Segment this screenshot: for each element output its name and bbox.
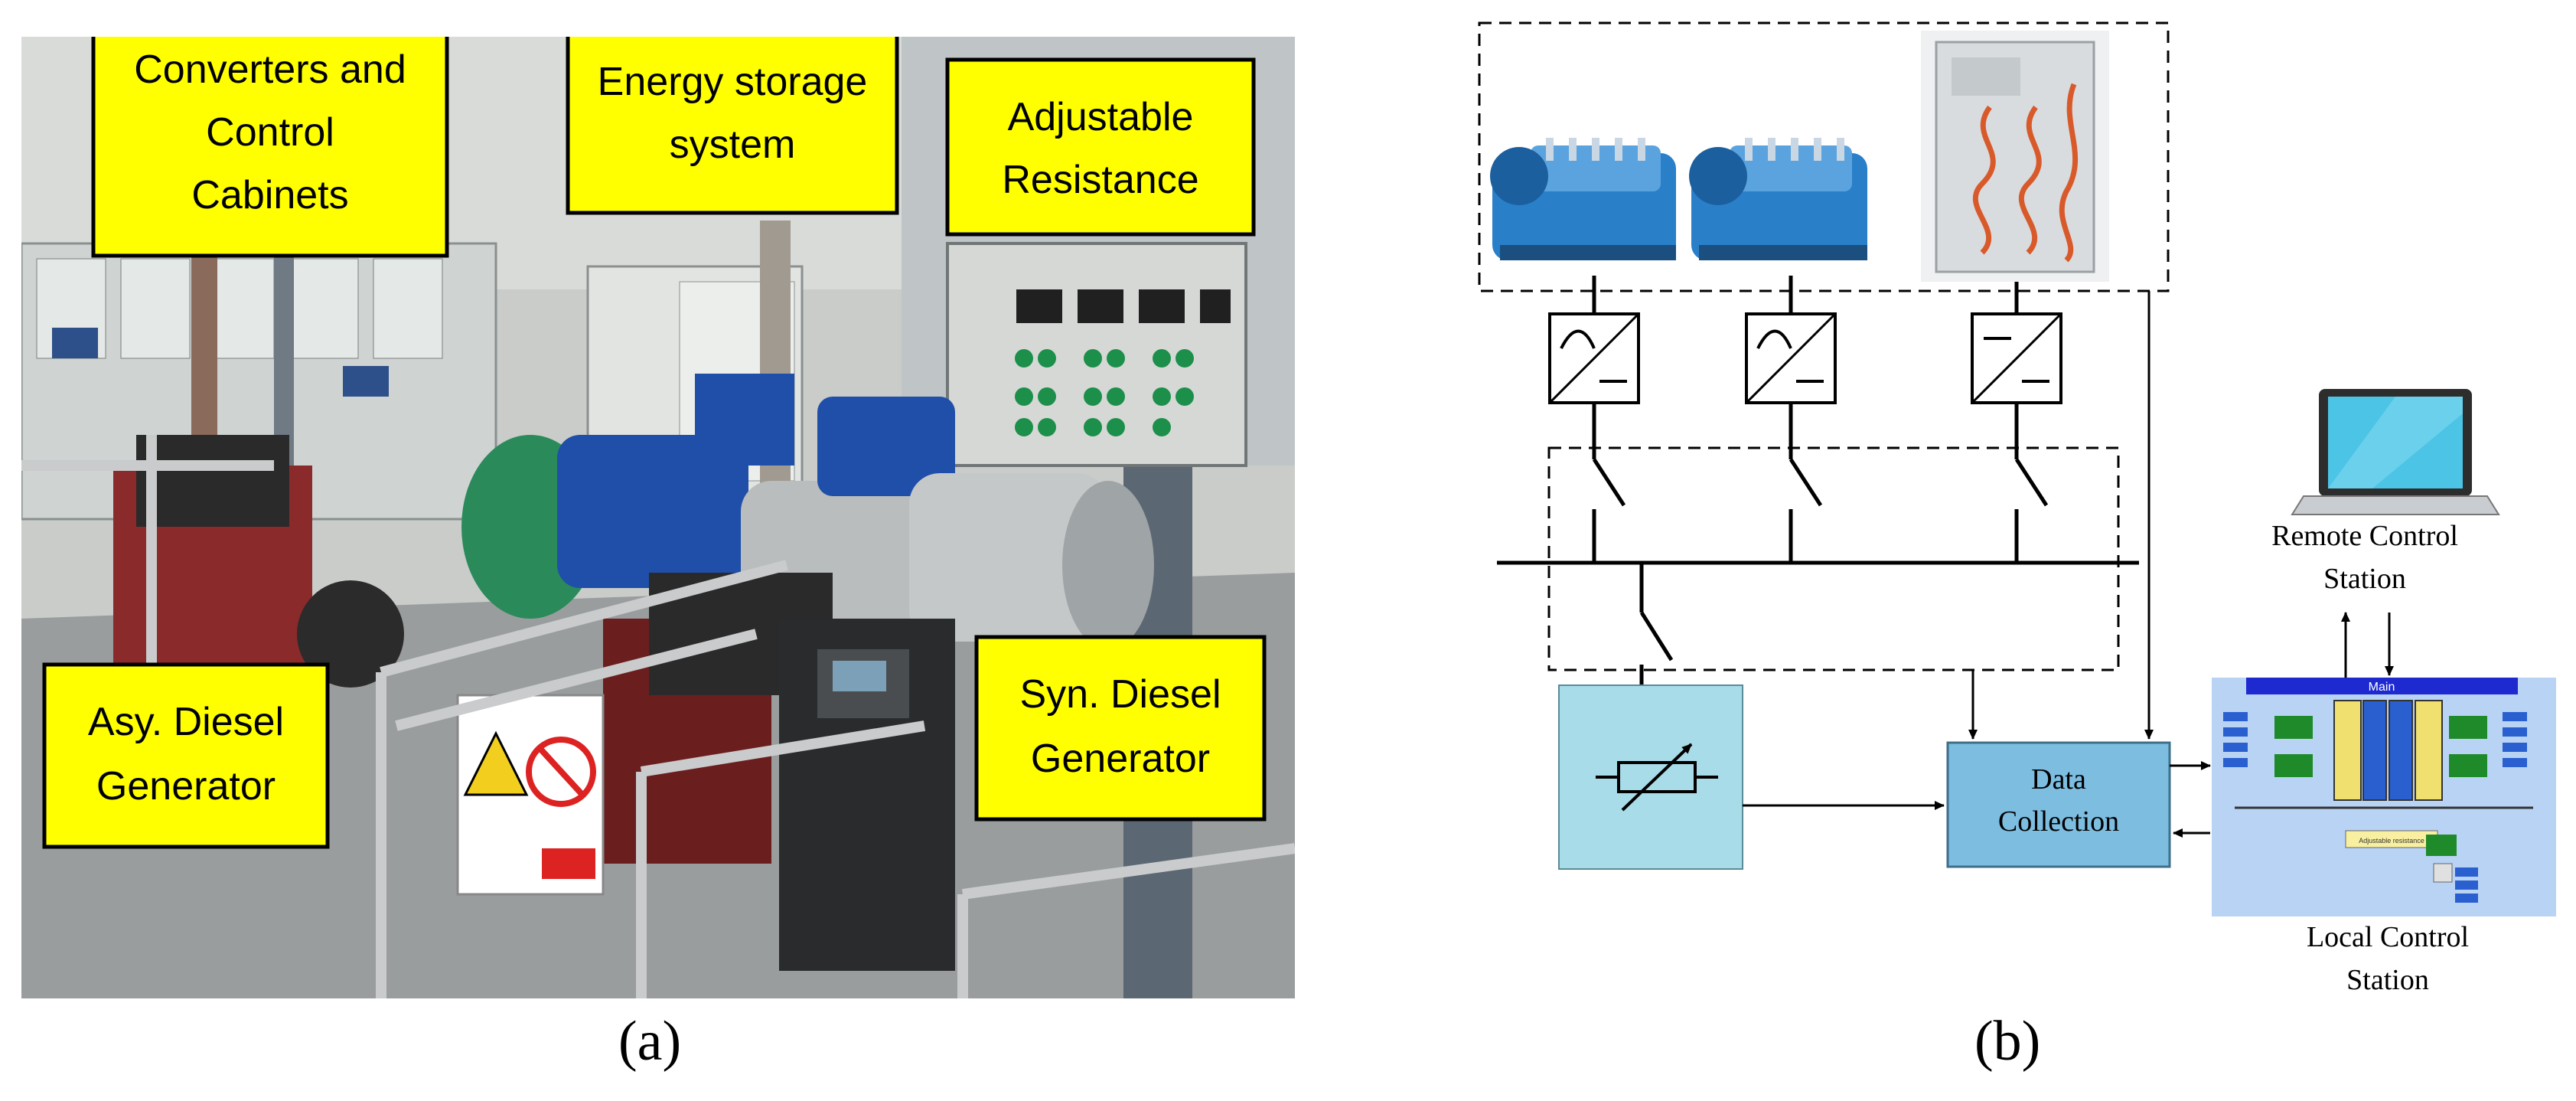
- caption-a: (a): [618, 1010, 682, 1073]
- system-diagram: Data Collection Main: [1478, 21, 2556, 996]
- label-energy-storage-line1: Energy storage: [598, 60, 868, 104]
- local-control-hmi: Main Adjustable resistance: [2212, 678, 2556, 916]
- battery-cabinet: [1921, 31, 2109, 282]
- label-energy-storage-line2: system: [670, 123, 796, 167]
- lab-photo: Converters and Control Cabinets Energy s…: [21, 37, 1295, 998]
- caption-b: (b): [1974, 1010, 2041, 1073]
- switchgear-dashed-box: [1547, 446, 2120, 671]
- remote-arrows: [2341, 612, 2394, 678]
- label-asy-generator-line2: Generator: [96, 764, 276, 809]
- label-asy-generator-line1: Asy. Diesel: [88, 700, 284, 744]
- sources-dashed-box: [1478, 21, 2170, 292]
- diesel-engine-2: [1689, 138, 1867, 260]
- label-adjustable-resistance-line1: Adjustable: [1008, 95, 1194, 139]
- warning-sign: [456, 694, 605, 896]
- hmi-resistance-label: Adjustable resistance: [2359, 837, 2424, 845]
- syn-generator-photo: [603, 573, 955, 971]
- load-branch: [1639, 563, 1674, 685]
- data-collection-block: Data Collection: [1946, 741, 2171, 868]
- hmi-title: Main: [2369, 681, 2395, 694]
- remote-station-line2: Station: [2323, 563, 2406, 595]
- diagram-panel-b: Data Collection Main: [1454, 0, 2576, 1101]
- converter-dc-dc: [1971, 312, 2062, 404]
- label-adjustable-resistance-line2: Resistance: [1002, 158, 1198, 202]
- machine-set: [461, 374, 1154, 649]
- resistance-panel-photo: [946, 242, 1247, 467]
- source-lines: [1592, 276, 2019, 314]
- data-arrows: [1743, 291, 2211, 838]
- local-station-line2: Station: [2346, 964, 2429, 996]
- converter-ac-dc-2: [1745, 312, 1837, 404]
- label-asy-generator: Asy. Diesel Generator: [42, 662, 330, 849]
- label-converters-line3: Cabinets: [191, 173, 348, 217]
- remote-station-line1: Remote Control: [2271, 520, 2458, 552]
- label-syn-generator-line1: Syn. Diesel: [1020, 672, 1221, 717]
- converter-lines: [1592, 403, 2019, 459]
- converter-ac-dc-1: [1548, 312, 1640, 404]
- label-converters: Converters and Control Cabinets: [91, 37, 449, 258]
- data-collection-line2: Collection: [1998, 805, 2119, 838]
- label-energy-storage: Energy storage system: [566, 37, 899, 215]
- label-syn-generator-line2: Generator: [1031, 737, 1210, 781]
- adjustable-resistor-block: [1558, 684, 1743, 870]
- breakers: [1592, 458, 2049, 563]
- label-adjustable-resistance: Adjustable Resistance: [945, 57, 1256, 237]
- laptop-icon: [2291, 389, 2500, 515]
- label-syn-generator: Syn. Diesel Generator: [974, 635, 1267, 822]
- label-converters-line1: Converters and: [134, 47, 406, 92]
- data-collection-line1: Data: [2031, 763, 2086, 796]
- photo-panel-a: Converters and Control Cabinets Energy s…: [21, 37, 1295, 998]
- label-converters-line2: Control: [206, 110, 334, 155]
- diesel-engine-1: [1490, 138, 1676, 260]
- local-station-line1: Local Control: [2307, 921, 2469, 953]
